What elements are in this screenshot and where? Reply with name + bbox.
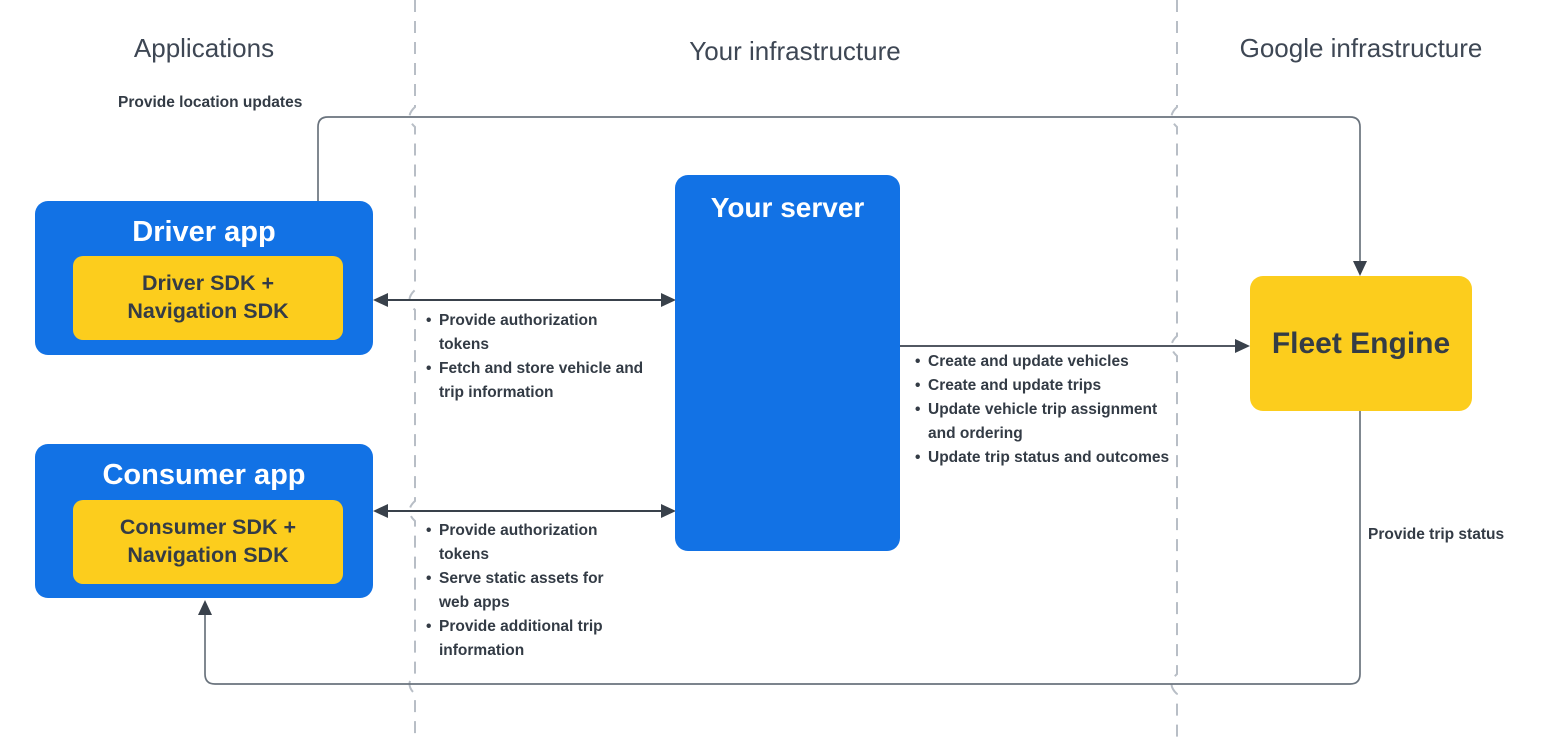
bullet-item: Create and update trips — [915, 374, 1183, 398]
lane-header-applications: Applications — [133, 33, 275, 63]
node-consumer-sdk: Consumer SDK + Navigation SDK — [73, 500, 343, 584]
bullet-item: Serve static assets for web apps — [426, 567, 638, 615]
node-fleet-engine: Fleet Engine — [1250, 276, 1472, 411]
edge-bullets-driver-server: Provide authorization tokens Fetch and s… — [426, 309, 651, 405]
arrowhead-into-consumer-app-bottom — [198, 600, 212, 615]
arrowhead-into-consumer-app — [373, 504, 388, 518]
lane-header-your-infrastructure: Your infrastructure — [689, 36, 901, 66]
driver-app-title: Driver app — [132, 216, 276, 248]
edge-bullets-consumer-server: Provide authorization tokens Serve stati… — [426, 519, 638, 663]
arrowhead-into-server-lower — [661, 504, 676, 518]
lane-divider-left — [408, 0, 416, 742]
edge-trip-status — [204, 411, 1361, 685]
bullet-item: Create and update vehicles — [915, 350, 1183, 374]
node-your-server: Your server — [675, 175, 900, 551]
consumer-app-title: Consumer app — [102, 459, 306, 491]
arrowhead-into-server-upper — [661, 293, 676, 307]
node-driver-sdk: Driver SDK + Navigation SDK — [73, 256, 343, 340]
edge-bullets-server-fleet: Create and update vehicles Create and up… — [915, 350, 1183, 470]
your-server-title: Your server — [710, 192, 865, 223]
bullet-item: Provide additional trip information — [426, 615, 638, 663]
arrowhead-into-driver-app — [373, 293, 388, 307]
bullet-item: Provide authorization tokens — [426, 309, 651, 357]
consumer-sdk-label: Consumer SDK + Navigation SDK — [119, 515, 297, 567]
bullet-item: Update vehicle trip assignment and order… — [915, 398, 1183, 446]
arrowhead-into-fleet-engine-left — [1235, 339, 1250, 353]
arrowhead-into-fleet-engine-top — [1353, 261, 1367, 276]
edge-location-updates — [317, 116, 1361, 262]
lane-header-google-infrastructure: Google infrastructure — [1239, 33, 1483, 63]
fleet-engine-title: Fleet Engine — [1271, 326, 1451, 360]
driver-sdk-label: Driver SDK + Navigation SDK — [127, 271, 289, 323]
bullet-item: Fetch and store vehicle and trip informa… — [426, 357, 651, 405]
bullet-item: Provide authorization tokens — [426, 519, 638, 567]
bullet-item: Update trip status and outcomes — [915, 446, 1183, 470]
edge-label-provide-trip-status: Provide trip status — [1368, 526, 1505, 543]
edge-label-provide-location-updates: Provide location updates — [118, 94, 303, 111]
